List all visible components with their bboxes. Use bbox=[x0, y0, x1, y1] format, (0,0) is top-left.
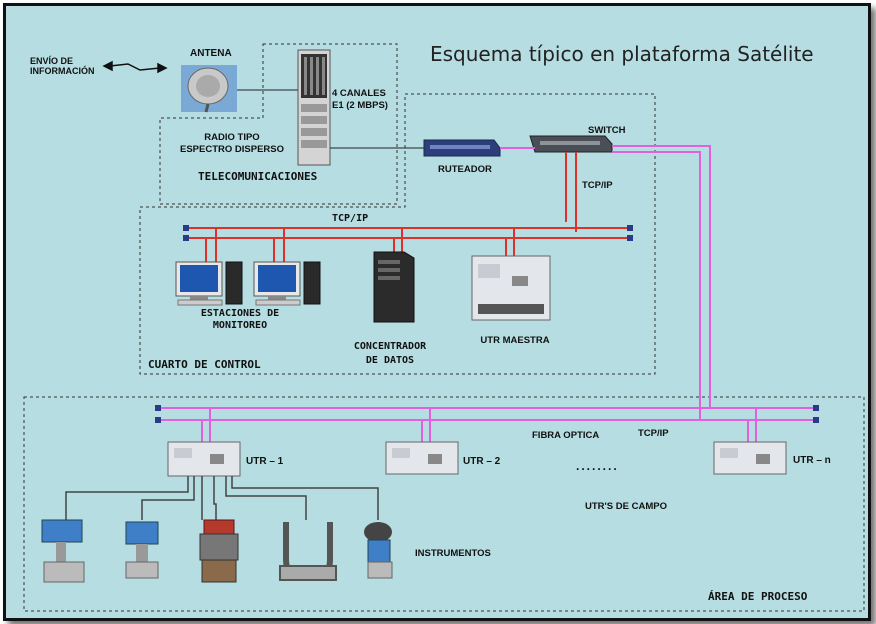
canales-label: 4 CANALES E1 (2 MBPS) bbox=[332, 88, 388, 111]
utr-2-image bbox=[385, 441, 459, 475]
diagram-frame bbox=[3, 3, 871, 621]
fibra-label: FIBRA OPTICA bbox=[532, 430, 600, 441]
control-tcpip-label: TCP/IP bbox=[332, 213, 369, 224]
fiber-riser bbox=[612, 145, 711, 420]
control-tcpip-bus bbox=[186, 227, 630, 239]
instrument-3-image bbox=[199, 519, 239, 583]
utr-n-label: UTR – n bbox=[793, 455, 831, 466]
utr-2-label: UTR – 2 bbox=[463, 456, 501, 467]
telecom-zone-label: TELECOMUNICACIONES bbox=[198, 170, 318, 183]
control-zone-label: CUARTO DE CONTROL bbox=[148, 358, 261, 371]
instrumentos-label: INSTRUMENTOS bbox=[415, 548, 491, 559]
ruteador-label: RUTEADOR bbox=[438, 164, 492, 175]
process-fiber-bus bbox=[158, 407, 816, 421]
utrs-campo-label: UTR'S DE CAMPO bbox=[585, 501, 667, 512]
process-tcpip-label: TCP/IP bbox=[638, 428, 669, 439]
process-zone-label: ÁREA DE PROCESO bbox=[708, 590, 808, 603]
utr-maestra-label: UTR MAESTRA bbox=[480, 335, 550, 346]
switch-tcpip-label: TCP/IP bbox=[582, 180, 613, 191]
instrument-4-image bbox=[279, 522, 337, 581]
dots-label: ........ bbox=[576, 459, 619, 473]
switch-label: SWITCH bbox=[588, 125, 626, 136]
utr-maestra-image bbox=[471, 255, 551, 321]
utr-n-image bbox=[713, 441, 787, 475]
utr-1-image bbox=[167, 441, 241, 477]
concentrator-server-image bbox=[373, 251, 415, 323]
control-zone-border bbox=[139, 93, 656, 375]
router-image bbox=[423, 139, 501, 157]
process-zone-border bbox=[23, 396, 865, 612]
workstation-1-image bbox=[175, 261, 243, 306]
diagram-title: Esquema típico en plataforma Satélite bbox=[430, 42, 814, 66]
instrument-1-image bbox=[41, 519, 85, 583]
instrument-2-image bbox=[125, 521, 159, 579]
telecom-zone-border bbox=[159, 43, 398, 205]
antenna-image bbox=[181, 65, 237, 113]
envio-arrow bbox=[102, 60, 168, 74]
workstation-2-image bbox=[253, 261, 321, 306]
radio-label: RADIO TIPO ESPECTRO DISPERSO bbox=[180, 132, 284, 155]
radio-rack-image bbox=[297, 49, 331, 166]
instrument-5-image bbox=[364, 522, 393, 579]
concentrador-label: CONCENTRADOR DE DATOS bbox=[353, 341, 427, 366]
antena-label: ANTENA bbox=[190, 48, 232, 59]
estaciones-label: ESTACIONES DE MONITOREO bbox=[200, 308, 280, 331]
utr-1-label: UTR – 1 bbox=[246, 456, 284, 467]
envio-label: ENVÍO DE INFORMACIÓN bbox=[30, 56, 95, 76]
switch-image bbox=[529, 135, 613, 153]
